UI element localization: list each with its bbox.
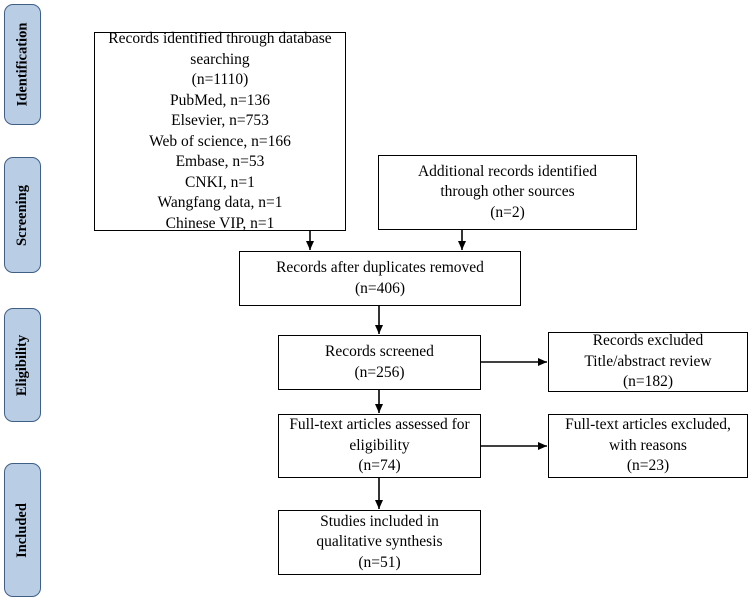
box-studies-included: Studies included in qualitative synthesi… bbox=[278, 510, 481, 575]
box-additional-records: Additional records identified through ot… bbox=[378, 155, 637, 230]
box-records-excluded: Records excluded Title/abstract review (… bbox=[548, 332, 748, 392]
phase-identification: Identification bbox=[4, 4, 41, 125]
fulltext-excluded-line: (n=23) bbox=[626, 457, 670, 475]
duplicates-line: (n=406) bbox=[354, 279, 406, 297]
fulltext-line: Full-text articles assessed for bbox=[289, 416, 470, 434]
database-line: Wangfang data, n=1 bbox=[157, 194, 283, 211]
excluded-line: Records excluded bbox=[592, 332, 704, 350]
fulltext-line: eligibility bbox=[349, 436, 410, 454]
screened-line: Records screened bbox=[325, 343, 434, 360]
box-database-records: Records identified through database sear… bbox=[94, 30, 346, 232]
database-line: Web of science, n=166 bbox=[149, 132, 291, 150]
duplicates-line: Records after duplicates removed bbox=[276, 259, 484, 276]
additional-line: (n=2) bbox=[490, 203, 525, 221]
box-duplicates-removed: Records after duplicates removed (n=406) bbox=[239, 251, 521, 306]
additional-line: Additional records identified bbox=[417, 162, 598, 180]
database-line: Records identified through database bbox=[108, 30, 332, 47]
fulltext-excluded-line: Full-text articles excluded, bbox=[565, 416, 731, 434]
database-line: (n=1110) bbox=[191, 71, 249, 88]
phase-included: Included bbox=[4, 463, 41, 597]
excluded-line: Title/abstract review bbox=[584, 352, 712, 370]
additional-line: through other sources bbox=[440, 183, 575, 201]
box-fulltext-excluded: Full-text articles excluded, with reason… bbox=[548, 414, 748, 478]
database-line: searching bbox=[190, 50, 250, 68]
included-line: (n=51) bbox=[358, 553, 401, 571]
database-line: Chinese VIP, n=1 bbox=[165, 214, 275, 232]
phase-screening: Screening bbox=[4, 157, 41, 273]
included-line: qualitative synthesis bbox=[316, 533, 443, 551]
database-line: CNKI, n=1 bbox=[185, 173, 255, 191]
box-records-screened: Records screened (n=256) bbox=[278, 335, 481, 390]
screened-line: (n=256) bbox=[354, 363, 405, 381]
included-line: Studies included in bbox=[320, 512, 439, 530]
database-line: Embase, n=53 bbox=[175, 153, 265, 170]
phase-eligibility: Eligibility bbox=[4, 308, 41, 422]
excluded-line: (n=182) bbox=[622, 373, 674, 391]
database-line: Elsevier, n=753 bbox=[171, 112, 269, 129]
fulltext-line: (n=74) bbox=[358, 457, 401, 475]
database-line: PubMed, n=136 bbox=[169, 91, 271, 109]
box-fulltext-assessed: Full-text articles assessed for eligibil… bbox=[278, 414, 481, 478]
fulltext-excluded-line: with reasons bbox=[609, 436, 687, 454]
